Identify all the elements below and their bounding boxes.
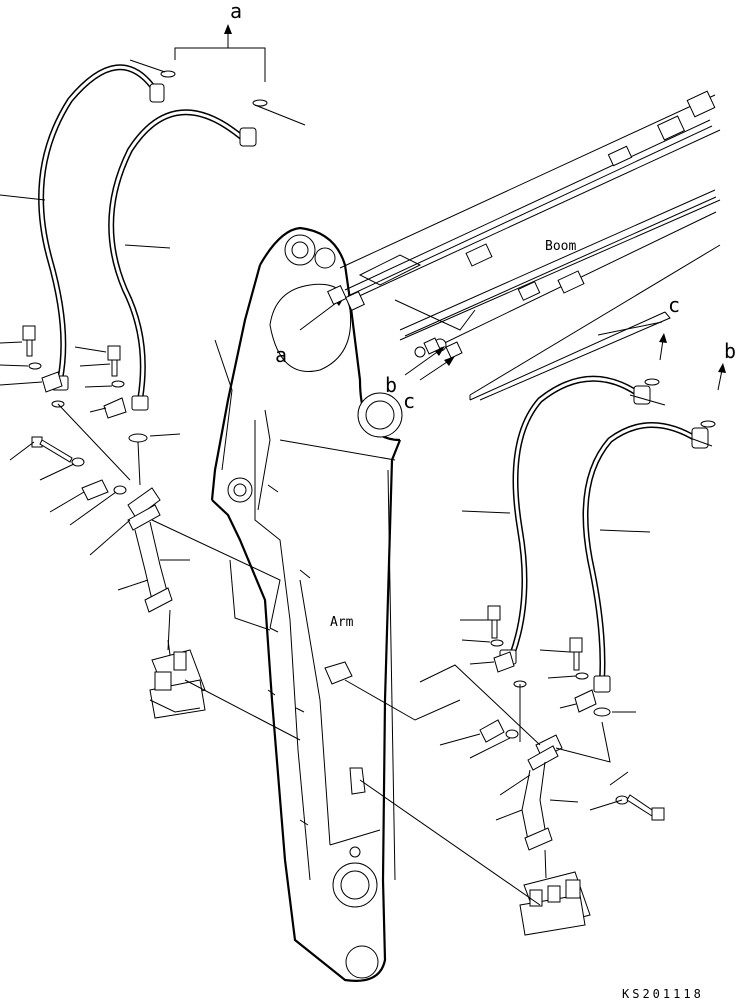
arm-structure (210, 226, 403, 982)
boom-label: Boom (545, 239, 576, 254)
drawing-code: KS201118 (622, 987, 704, 1000)
boom-structure (339, 90, 721, 401)
marker-a-top: a (230, 0, 242, 23)
marker-c-right: c (668, 293, 680, 317)
connection-arrows (299, 285, 463, 381)
marker-a-boom: a (275, 343, 287, 367)
marker-c-boom: c (403, 389, 415, 413)
left-hose-assembly (0, 24, 306, 741)
marker-b-right: b (724, 339, 736, 363)
marker-b-boom: b (385, 373, 397, 397)
arm-label: Arm (330, 615, 354, 630)
right-hose-assembly (344, 321, 726, 936)
